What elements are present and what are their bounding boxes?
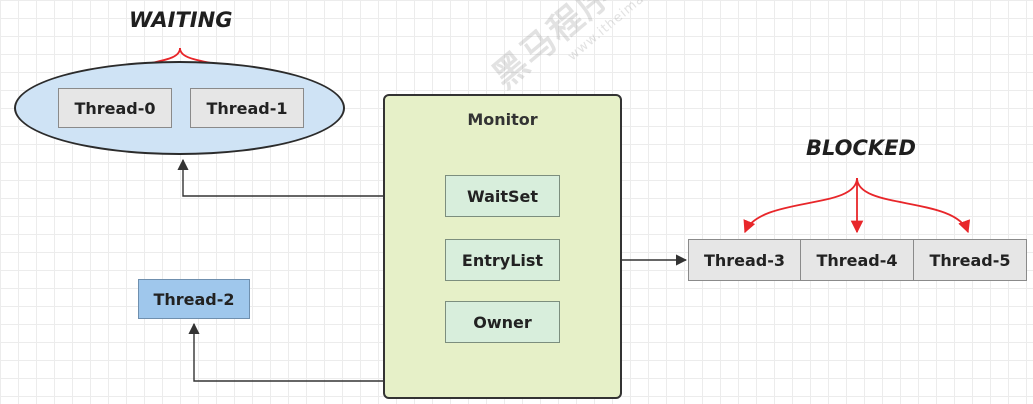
thread-0-box: Thread-0 [58,88,172,128]
thread-2-box: Thread-2 [138,279,250,319]
owner-slot: Owner [445,301,560,343]
thread-5-box: Thread-5 [913,239,1027,281]
thread-1-box: Thread-1 [190,88,304,128]
entrylist-slot: EntryList [445,239,560,281]
monitor-title: Monitor [467,110,538,129]
blocked-label: BLOCKED [806,136,916,160]
thread-4-box: Thread-4 [800,239,914,281]
waitset-slot: WaitSet [445,175,560,217]
blocked-arrow-right [856,177,971,234]
waitset-connector [177,158,445,197]
thread-3-box: Thread-3 [688,239,801,281]
blocked-arrow-left [743,177,858,234]
waiting-label: WAITING [129,8,233,32]
